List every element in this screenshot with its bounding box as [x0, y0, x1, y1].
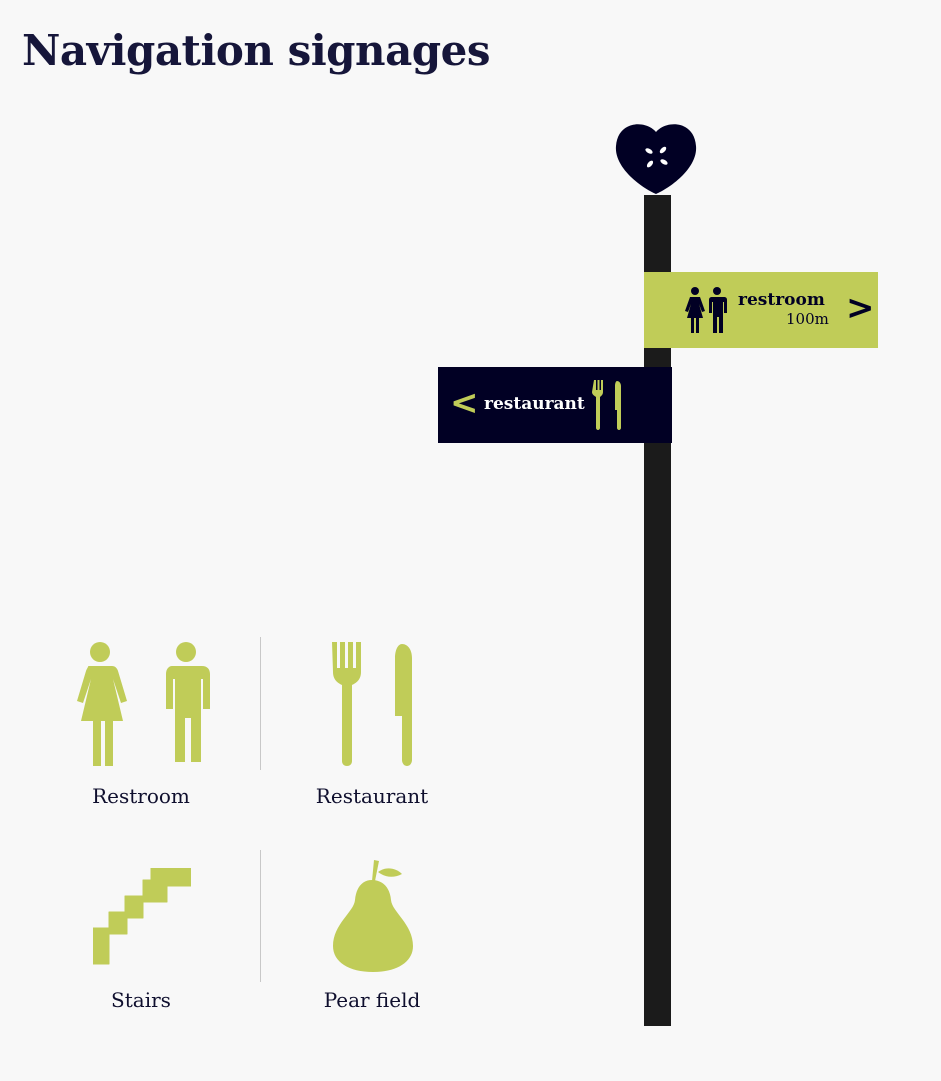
- divider: [260, 850, 261, 982]
- icon-label-restroom: Restroom: [92, 784, 190, 808]
- apple-heart-icon: [615, 124, 697, 194]
- fork-knife-icon: [592, 380, 621, 430]
- restroom-distance: 100m: [786, 310, 829, 328]
- stairs-icon: [93, 868, 191, 965]
- fork-knife-icon: [332, 642, 412, 766]
- icon-label-pear-field: Pear field: [323, 988, 421, 1012]
- restroom-sign-label: restroom: [738, 290, 825, 310]
- icon-label-restaurant: Restaurant: [315, 784, 429, 808]
- restaurant-sign: < restaurant: [438, 367, 672, 443]
- restroom-icon: [77, 642, 210, 766]
- pear-icon: [333, 860, 413, 972]
- page-title: Navigation signages: [22, 26, 491, 75]
- icon-label-stairs: Stairs: [111, 988, 171, 1012]
- right-arrow-icon: >: [846, 288, 875, 328]
- left-arrow-icon: <: [450, 383, 479, 423]
- restroom-icon: [685, 287, 727, 333]
- restroom-sign: restroom 100m >: [644, 272, 878, 348]
- divider: [260, 637, 261, 770]
- restaurant-sign-label: restaurant: [484, 394, 585, 414]
